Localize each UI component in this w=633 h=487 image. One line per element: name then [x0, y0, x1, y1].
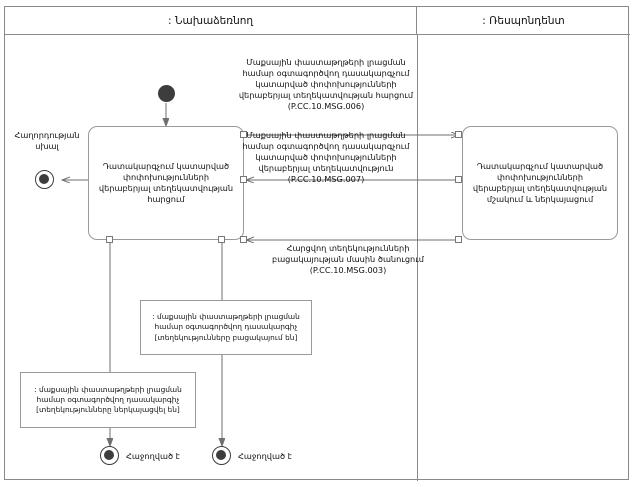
message-msg-007-code: (P.CC.10.MSG.007) — [287, 173, 365, 184]
swimlane-divider — [417, 35, 418, 481]
activity-request-info-label: Դատակարգչում կատարված փոփոխությունների վ… — [98, 160, 234, 205]
activity-request-info[interactable]: Դատակարգչում կատարված փոփոխությունների վ… — [88, 126, 244, 240]
note-absent-line2: համար օգտագործվող դասակարգիչ — [154, 322, 298, 332]
port-request-down-right — [218, 236, 225, 243]
message-msg-003-code: (P.CC.10.MSG.003) — [309, 264, 387, 275]
message-msg-006: Մաքսային փաստաթղթերի լրացման համար օգտագ… — [237, 57, 415, 112]
final-node-left — [100, 446, 119, 465]
final-node-error — [35, 170, 54, 189]
note-absent-line1: : մաքսային փաստաթղթերի լրացման — [152, 312, 300, 322]
message-msg-006-code: (P.CC.10.MSG.006) — [287, 100, 365, 111]
message-msg-007-text: Մաքսային փաստաթղթերի լրացման համար օգտագ… — [242, 130, 410, 173]
activity-process-info-label: Դատակարգչում կատարված փոփոխությունների վ… — [472, 160, 608, 205]
swimlane-header-respondent: : Ռեսպոնդենտ — [417, 7, 630, 35]
port-process-in-top — [455, 131, 462, 138]
note-absent-line3: [տեղեկությունները բացակայում են] — [154, 332, 298, 342]
final-node-right-label: Հաջողված է — [238, 451, 292, 461]
swimlane-header-initiator: : Նախաձեռնող — [5, 7, 417, 35]
message-msg-003: Հարցվող տեղեկությունների բացակայության մ… — [258, 243, 438, 276]
note-presented: : մաքսային փաստաթղթերի լրացման համար օգտ… — [20, 372, 196, 428]
swimlane-label-initiator: : Նախաձեռնող — [167, 14, 254, 27]
port-process-out-bottom — [455, 236, 462, 243]
initial-node — [158, 85, 175, 102]
note-presented-line3: [տեղեկությունները ներկայացվել են] — [36, 405, 180, 415]
final-node-right — [212, 446, 231, 465]
final-node-left-label: Հաջողված է — [126, 451, 180, 461]
note-absent: : մաքսային փաստաթղթերի լրացման համար օգտ… — [140, 300, 312, 355]
port-process-out-mid — [455, 176, 462, 183]
port-request-in-mid — [240, 176, 247, 183]
activity-process-info[interactable]: Դատակարգչում կատարված փոփոխությունների վ… — [462, 126, 618, 240]
note-presented-line1: : մաքսային փաստաթղթերի լրացման — [34, 384, 182, 394]
note-presented-line2: համար օգտագործվող դասակարգիչ — [36, 394, 180, 404]
message-msg-007: Մաքսային փաստաթղթերի լրացման համար օգտագ… — [237, 130, 415, 185]
message-msg-003-text: Հարցվող տեղեկությունների բացակայության մ… — [272, 243, 424, 264]
port-request-out-top — [240, 131, 247, 138]
port-request-down-left — [106, 236, 113, 243]
port-request-in-bottom — [240, 236, 247, 243]
error-label: Հաղորդության սխալ — [14, 130, 80, 151]
swimlane-label-respondent: : Ռեսպոնդենտ — [482, 14, 565, 27]
message-msg-006-text: Մաքսային փաստաթղթերի լրացման համար օգտագ… — [238, 57, 414, 100]
